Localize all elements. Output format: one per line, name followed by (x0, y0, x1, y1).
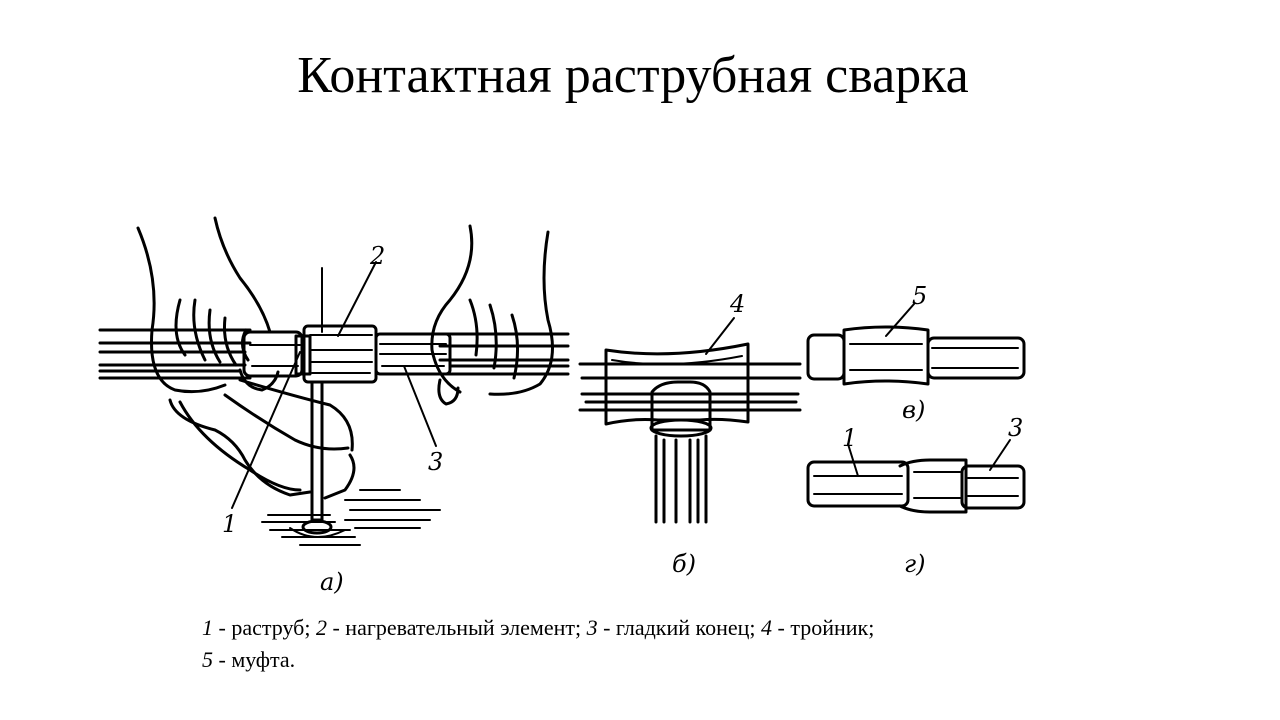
socket-flare (898, 458, 968, 514)
smooth-end-pipe (374, 332, 452, 376)
leader-line-3 (403, 365, 437, 447)
panel-label-g: г) (904, 550, 926, 578)
label-3-a: 3 (428, 448, 443, 476)
left-hand (136, 216, 280, 394)
legend-item-2: 2 - нагревательный элемент; (315, 615, 587, 640)
leader-line-5 (885, 303, 915, 337)
lower-hand (168, 378, 356, 500)
smooth-end-right (960, 464, 1026, 510)
panel-label-b: б) (672, 550, 696, 578)
panel-a-drawing (98, 216, 570, 546)
panel-label-v: в) (902, 396, 925, 424)
legend-item-5: 5 - муфта. (202, 647, 296, 672)
leader-line-4 (705, 317, 735, 355)
socket-pipe (806, 460, 910, 508)
coupling-body (842, 325, 930, 386)
label-3-g: 3 (1008, 414, 1023, 442)
legend-item-4: 4 - тройник; (761, 615, 875, 640)
leader-line-g3 (989, 439, 1011, 471)
slide-title: Контактная раструбная сварка (297, 47, 969, 104)
tee-vertical-pipe (654, 434, 708, 524)
panel-b-drawing (578, 317, 802, 524)
legend-item-3: 3 - гладкий конец; (586, 615, 762, 640)
leader-line-1 (231, 351, 301, 509)
legend-item-1: 1 - раструб; (202, 615, 316, 640)
coupling-left-pipe (806, 333, 846, 381)
pipe-right-stub (438, 332, 570, 376)
label-4: 4 (729, 290, 745, 318)
tee-branch-socket (650, 380, 712, 432)
label-5: 5 (912, 282, 927, 310)
coupling-right-pipe (926, 336, 1026, 380)
panel-v-drawing (806, 303, 1026, 386)
panel-label-a: а) (320, 568, 344, 596)
tee-main-pipe (578, 362, 802, 412)
leader-line-g1 (847, 443, 859, 477)
tee-body (604, 342, 750, 426)
label-1-g: 1 (842, 424, 857, 452)
leader-line-2 (337, 261, 377, 337)
pipe-left-stub (98, 328, 252, 380)
panel-g-drawing (806, 439, 1026, 514)
legend-caption: 1 - раструб; 2 - нагревательный элемент;… (202, 612, 1102, 676)
right-hand (430, 224, 554, 406)
label-1-a: 1 (222, 510, 237, 538)
label-2: 2 (369, 242, 385, 270)
